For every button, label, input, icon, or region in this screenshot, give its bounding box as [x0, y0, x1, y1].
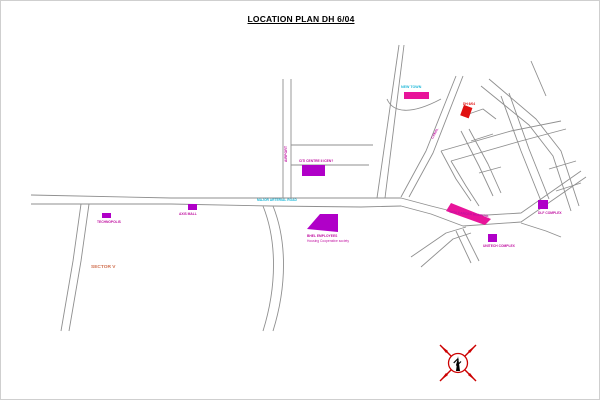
- label-technopolis: TECHNOPOLIS: [97, 220, 122, 224]
- building-dlf-complex: [538, 200, 548, 209]
- road-southeast-2: [420, 232, 472, 268]
- label-axis-mall: AXIS MALL: [179, 212, 197, 216]
- road-curve-south-west-edge: [262, 205, 274, 332]
- label-new-town: NEW TOWN: [401, 85, 422, 89]
- road-newtown-west-edge: [376, 44, 400, 199]
- building-bhel: [307, 214, 338, 232]
- road-sector-v-west-edge: [60, 203, 82, 332]
- road-newtown-east-edge: [384, 44, 405, 199]
- label-dlf-complex: DLF COMPLEX: [538, 211, 562, 215]
- road-east-grid-3: [440, 150, 472, 202]
- road-east-grid-4: [450, 160, 480, 207]
- road-east-grid-9: [488, 78, 580, 207]
- road-east-grid-6: [468, 128, 502, 194]
- building-axis-mall: [188, 204, 197, 210]
- label-airport: AIRPORT: [284, 145, 288, 162]
- road-canal-west-edge: [400, 75, 457, 198]
- road-newtown-loop: [386, 98, 442, 111]
- road-east-grid-12: [470, 133, 494, 142]
- road-curve-south-east-edge: [272, 205, 284, 332]
- label-unitech-complex: UNITECH COMPLEX: [483, 244, 516, 248]
- road-southeast-4: [462, 228, 480, 262]
- north-arrow-icon: N: [439, 344, 477, 382]
- road-sector-v-east-edge: [68, 203, 90, 332]
- road-east-grid-1: [440, 120, 562, 152]
- label-city-centre: CITI CENTRE II ICEN?: [299, 159, 333, 163]
- road-east-grid-16: [530, 60, 547, 97]
- road-east-grid-15: [555, 182, 582, 192]
- label-site: DH 6/04: [463, 102, 475, 106]
- site-dh-6-04: [460, 104, 473, 119]
- map-title: LOCATION PLAN DH 6/04: [247, 14, 355, 24]
- compass-letter: N: [451, 356, 463, 368]
- road-southeast-3: [455, 230, 472, 264]
- road-east-grid-5: [460, 130, 494, 197]
- building-unitech-complex: [488, 234, 497, 242]
- building-city-centre: [302, 165, 325, 176]
- label-tata-hospital: TATA CANCER HOSPITAL: [449, 210, 489, 218]
- label-canal: CANAL: [430, 127, 439, 139]
- road-southeast-5: [520, 222, 562, 238]
- label-major-arterial-road: MAJOR ARTERIAL ROAD: [257, 198, 298, 202]
- road-arterial-north-edge: [30, 170, 582, 217]
- road-east-grid-7: [500, 95, 542, 202]
- label-bhel-line1: BHEL EMPLOYEES: [307, 234, 338, 238]
- building-new-town: [404, 92, 429, 99]
- label-sector-v: SECTOR V: [91, 264, 116, 270]
- building-tata-hospital: [446, 203, 491, 225]
- road-east-grid-10: [480, 85, 572, 212]
- road-east-grid-8: [508, 92, 550, 200]
- road-east-grid-14: [548, 160, 577, 170]
- road-southeast-1: [410, 226, 467, 258]
- label-bhel-line2: Housing Cooperative society: [307, 239, 349, 243]
- road-arterial-south-edge: [31, 176, 587, 227]
- building-technopolis: [102, 213, 111, 218]
- road-east-grid-13: [478, 166, 502, 174]
- road-canal-east-edge: [408, 75, 464, 198]
- road-east-grid-2: [450, 128, 567, 162]
